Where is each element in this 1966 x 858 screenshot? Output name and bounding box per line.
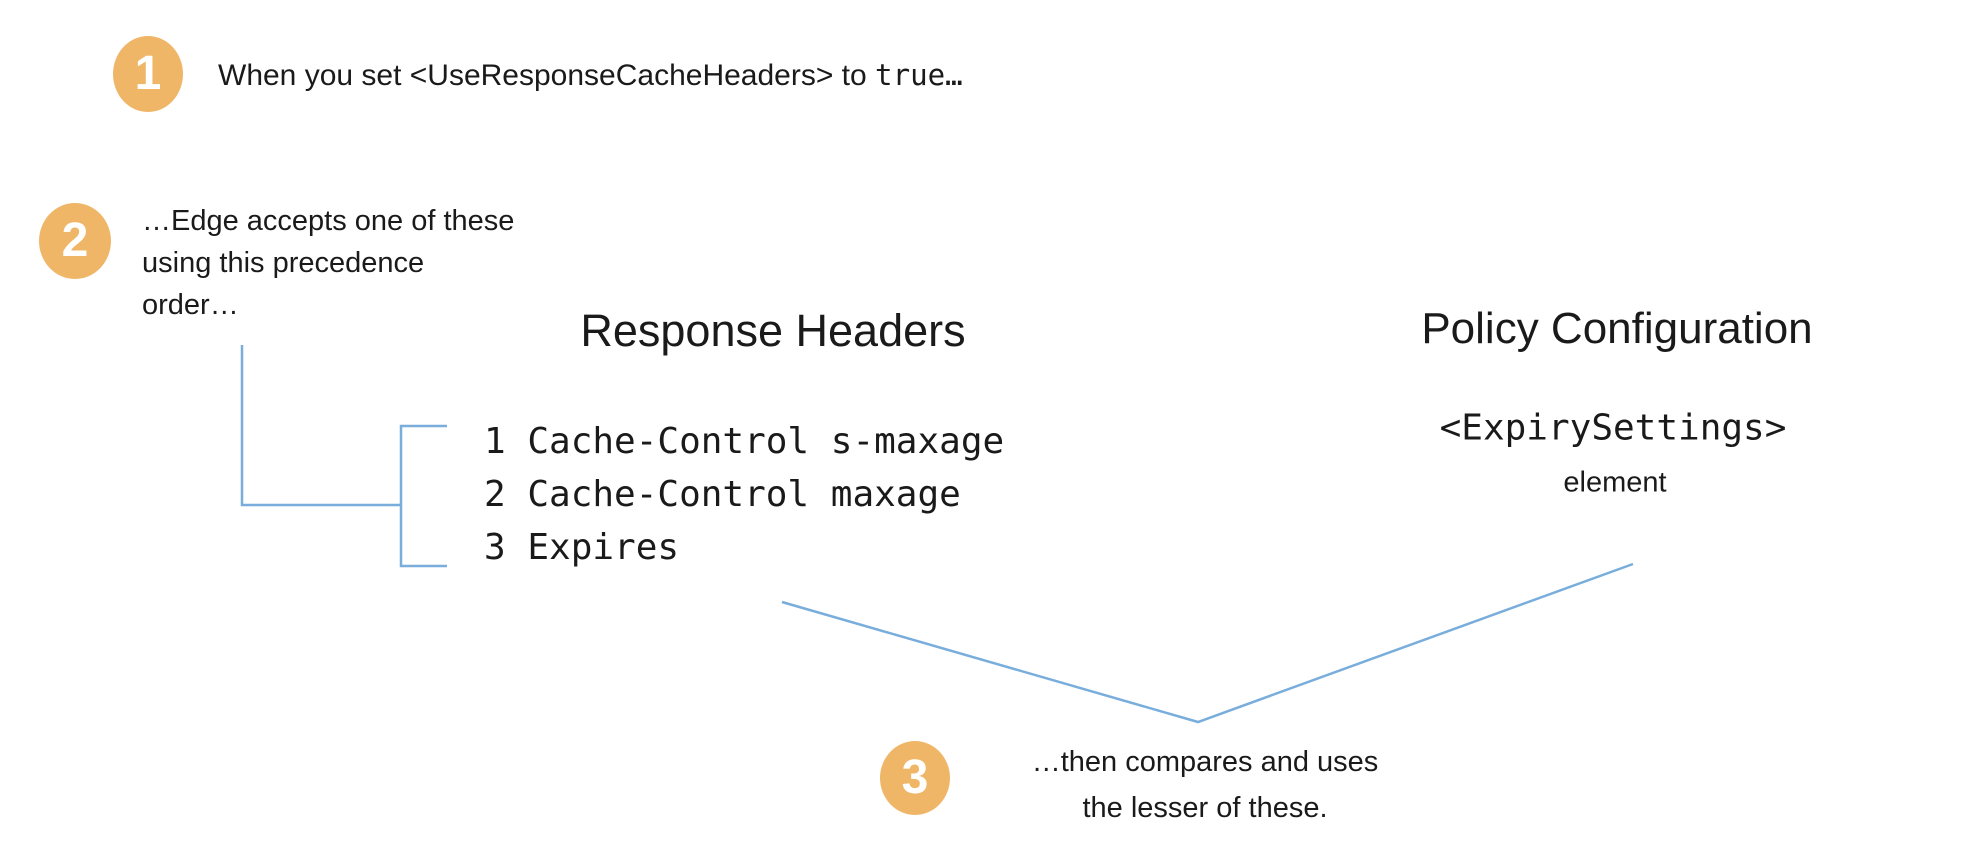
cache-header-item: 3 Expires	[484, 527, 680, 568]
step-3-caption: …then compares and uses the lesser of th…	[1032, 739, 1379, 831]
step-3-caption-line: …then compares and uses	[1031, 746, 1379, 778]
response-headers-heading: Response Headers	[580, 305, 966, 356]
cache-header-item: 1 Cache-Control s-maxage	[484, 421, 1005, 462]
response-header-precedence-list: 1 Cache-Control s-maxage 2 Cache-Control…	[484, 415, 1004, 574]
step-3-badge: 3	[880, 741, 950, 815]
precedence-bracket-line	[240, 345, 447, 568]
step-2-caption-line: using this precedence	[142, 247, 425, 279]
compare-v-line	[781, 562, 1634, 724]
step-3-number: 3	[901, 751, 929, 804]
step-1-caption-code: true…	[875, 58, 963, 92]
step-1-number: 1	[134, 47, 162, 100]
step-2-caption: …Edge accepts one of these using this pr…	[142, 200, 514, 326]
policy-configuration-heading: Policy Configuration	[1421, 304, 1813, 353]
step-2-caption-line: …Edge accepts one of these	[142, 205, 515, 237]
expiry-settings-caption: element	[1563, 466, 1667, 499]
expiry-settings-code: <ExpirySettings>	[1439, 407, 1787, 449]
cache-header-item: 2 Cache-Control maxage	[484, 474, 961, 515]
step-1-caption-text: When you set <UseResponseCacheHeaders> t…	[218, 59, 876, 92]
step-1-caption: When you set <UseResponseCacheHeaders> t…	[218, 52, 963, 99]
step-1-badge: 1	[113, 36, 183, 112]
step-2-badge: 2	[39, 203, 111, 279]
step-2-caption-line: order…	[142, 289, 239, 321]
step-2-number: 2	[61, 214, 89, 267]
step-3-caption-line: the lesser of these.	[1082, 792, 1328, 824]
